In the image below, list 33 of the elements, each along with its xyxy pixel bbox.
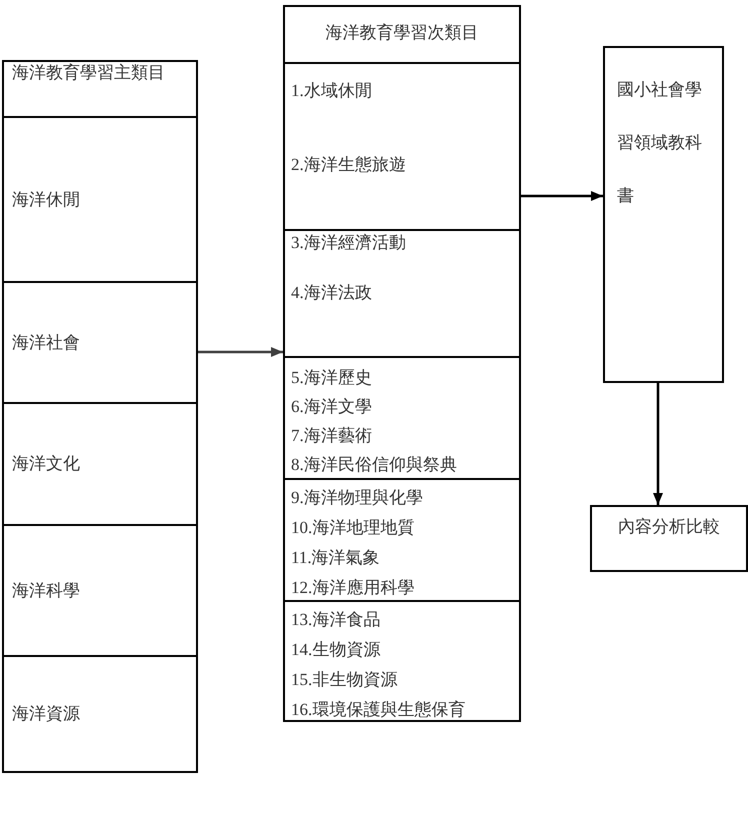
subcategory-item: 8.海洋民俗信仰與祭典: [291, 455, 457, 475]
category-label: 海洋資源: [12, 704, 80, 724]
process-box: [590, 505, 748, 572]
subcategory-item: 1.水域休閒: [291, 81, 372, 101]
column-heading: 海洋教育學習主類目: [12, 63, 165, 83]
subcategory-item: 9.海洋物理與化學: [291, 488, 423, 508]
subcategory-item: 3.海洋經濟活動: [291, 233, 406, 253]
table-cell: [285, 600, 519, 720]
subcategory-item: 15.非生物資源: [291, 670, 398, 690]
subcategory-item: 12.海洋應用科學: [291, 578, 414, 598]
subcategory-item: 13.海洋食品: [291, 610, 380, 630]
subcategory-item: 14.生物資源: [291, 640, 380, 660]
subcategory-item: 4.海洋法政: [291, 283, 372, 303]
category-label: 海洋科學: [12, 580, 80, 600]
arrow: [521, 191, 603, 201]
category-table: [283, 5, 521, 722]
category-label: 海洋社會: [12, 332, 80, 352]
column-heading: 海洋教育學習次類目: [326, 23, 478, 43]
box-label: 國小社會學習領域教科書: [617, 79, 703, 207]
subcategory-item: 2.海洋生態旅遊: [291, 155, 406, 175]
arrow: [653, 383, 663, 505]
subcategory-item: 16.環境保護與生態保育: [291, 700, 466, 720]
category-table: [2, 60, 198, 773]
subcategory-item: 6.海洋文學: [291, 397, 372, 417]
textbook-box: [603, 46, 724, 383]
subcategory-item: 11.海洋氣象: [291, 548, 380, 568]
category-label: 海洋文化: [12, 454, 80, 474]
subcategory-item: 5.海洋歷史: [291, 368, 372, 388]
subcategory-item: 7.海洋藝術: [291, 426, 372, 446]
arrow: [198, 347, 283, 357]
box-label: 內容分析比較: [618, 516, 720, 538]
category-label: 海洋休閒: [12, 190, 80, 210]
subcategory-item: 10.海洋地理地質: [291, 518, 414, 538]
